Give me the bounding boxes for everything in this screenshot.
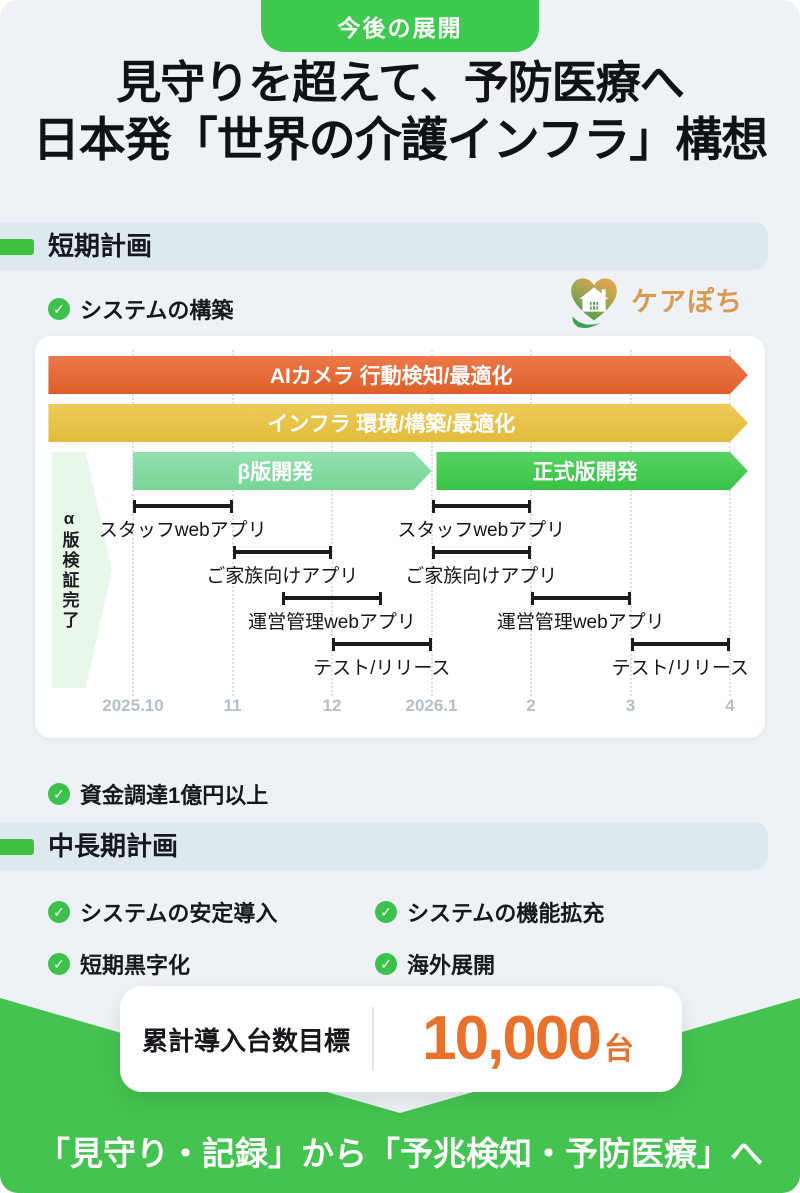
milestone-alpha-complete: α版検証完了 (52, 452, 112, 688)
goal-divider (372, 1007, 374, 1071)
mid-term-items: ✓ システムの安定導入 ✓ システムの機能拡充 ✓ 短期黒字化 ✓ 海外展開 (48, 896, 748, 1000)
goal-value: 10,000 (422, 1004, 602, 1073)
task-range-bar (133, 500, 233, 513)
gantt-chart: 2025.10 11 12 2026.1 2 3 4 AIカメラ 行動検知/最適化インフラ 環… (35, 336, 765, 738)
check-row-feature-expansion: ✓ システムの機能拡充 (375, 896, 702, 928)
task-range-bar (232, 546, 332, 559)
footer-message: 「見守り・記録」から「予兆検知・予防医療」へ (37, 1135, 763, 1172)
page-title: 見守りを超えて、予防医療へ 日本発「世界の介護インフラ」構想 (0, 54, 800, 168)
task-label: テスト/リリース (313, 658, 451, 679)
section-accent-tab (0, 239, 34, 255)
check-row-overseas: ✓ 海外展開 (375, 948, 702, 980)
gridline (729, 350, 731, 696)
section-heading-mid-term: 中長期計画 (48, 831, 179, 861)
goal-label: 累計導入台数目標 (141, 1025, 350, 1056)
gridline (430, 350, 433, 696)
check-row-profitability: ✓ 短期黒字化 (48, 948, 375, 980)
gridline (629, 350, 632, 696)
check-row-funding: ✓ 資金調達1億円以上 (48, 778, 268, 810)
axis-tick-label: 11 (223, 696, 242, 715)
section-heading-short-term: 短期計画 (48, 231, 153, 261)
task-label: 運営管理webアプリ (248, 612, 416, 633)
mid-term-row: ✓ 短期黒字化 ✓ 海外展開 (48, 948, 748, 980)
header-badge-label: 今後の展開 (337, 15, 463, 41)
gridline (530, 350, 532, 696)
brand-logo-text: ケアぽち (631, 286, 743, 317)
phase-bar: AIカメラ 行動検知/最適化 (48, 356, 747, 394)
gridline (231, 350, 234, 696)
phase-bar-label: β版開発 (237, 461, 314, 484)
milestone-label: α版検証完了 (59, 509, 79, 631)
check-label: システムの安定導入 (80, 901, 278, 926)
task-range-bar (332, 638, 432, 651)
axis-tick-label: 2025.10 (102, 696, 164, 715)
check-icon: ✓ (48, 901, 70, 923)
check-icon: ✓ (48, 298, 70, 320)
section-accent-tab (0, 839, 34, 855)
task-range-bar (630, 638, 730, 651)
task-label: ご家族向けアプリ (206, 566, 359, 587)
check-label-funding: 資金調達1億円以上 (80, 783, 269, 808)
check-label-system: システムの構築 (80, 298, 234, 323)
task-range-bar (282, 592, 382, 605)
check-label: システムの機能拡充 (407, 901, 605, 926)
task-label: ご家族向けアプリ (405, 566, 558, 587)
axis-tick-label: 2026.1 (405, 696, 458, 715)
task-label: 運営管理webアプリ (496, 612, 665, 633)
gridline (331, 350, 333, 696)
brand-logo: ケアぽち (563, 268, 743, 330)
phase-bar-label: AIカメラ 行動検知/最適化 (269, 365, 513, 388)
check-row-system: ✓ システムの構築 (48, 293, 233, 325)
check-icon: ✓ (375, 953, 397, 975)
goal-value-group: 10,000 台 (374, 1008, 682, 1070)
phase-bar-label: 正式版開発 (532, 461, 638, 484)
header-badge: 今後の展開 (261, 0, 539, 52)
check-row-stable-rollout: ✓ システムの安定導入 (48, 896, 375, 928)
task-label: スタッフwebアプリ (98, 520, 267, 541)
phase-bar: インフラ 環境/構築/最適化 (48, 404, 747, 442)
task-range-bar (431, 500, 531, 513)
section-band-short-term: 短期計画 (0, 222, 768, 270)
check-label: 海外展開 (407, 953, 496, 978)
goal-unit: 台 (603, 1033, 634, 1066)
check-icon: ✓ (48, 783, 70, 805)
task-range-bar (531, 592, 631, 605)
section-band-mid-term: 中長期計画 (0, 822, 768, 870)
task-label: スタッフwebアプリ (397, 520, 566, 541)
phase-bar: 正式版開発 (436, 452, 747, 490)
gridline (132, 350, 134, 696)
mid-term-row: ✓ システムの安定導入 ✓ システムの機能拡充 (48, 896, 748, 928)
check-icon: ✓ (48, 953, 70, 975)
phase-bar-label: インフラ 環境/構築/最適化 (267, 413, 516, 436)
check-icon: ✓ (375, 901, 397, 923)
goal-card: 累計導入台数目標 10,000 台 (120, 986, 682, 1092)
page-title-line2: 日本発「世界の介護インフラ」構想 (32, 112, 769, 166)
page-title-line1: 見守りを超えて、予防医療へ (116, 57, 685, 108)
axis-tick-label: 12 (322, 696, 342, 715)
task-range-bar (431, 546, 531, 559)
axis-tick-label: 2 (526, 696, 536, 715)
check-label: 短期黒字化 (80, 953, 191, 978)
heart-house-logo-icon (571, 278, 617, 328)
axis-tick-label: 3 (625, 696, 636, 715)
axis-tick-label: 4 (725, 696, 735, 715)
phase-bar: β版開発 (133, 452, 432, 490)
task-label: テスト/リリース (611, 658, 749, 679)
